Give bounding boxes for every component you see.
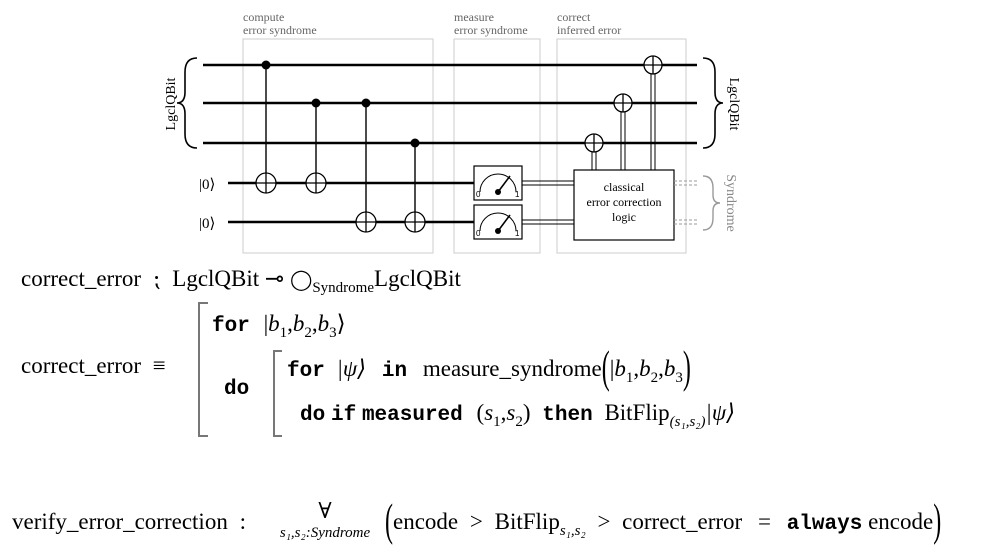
- verify-eq: =: [757, 509, 771, 534]
- type-sig-domain: LgclQBit: [172, 266, 260, 291]
- stage-label-correct-2: inferred error: [557, 23, 621, 37]
- var-b3-sub: 3: [329, 325, 337, 341]
- keyword-if: if: [330, 404, 357, 427]
- verify-body: (encode > BitFlips₁,s₂ > correct_error =…: [385, 496, 942, 547]
- control-dot: [311, 98, 321, 108]
- seq-op-2: >: [597, 509, 611, 534]
- keyword-in: in: [381, 360, 408, 383]
- stage-box-correct: [556, 38, 687, 254]
- var-s2: s: [506, 400, 516, 425]
- fn-bitflip-sub: (s₁,s₂): [669, 414, 706, 430]
- linear-arrow-icon: ⊸: [264, 266, 285, 291]
- syndrome-label: Syndrome: [723, 174, 738, 232]
- verify-bitflip: BitFlip: [494, 509, 560, 534]
- verify-name: verify_error_correction: [12, 509, 228, 534]
- var-s1: s: [484, 400, 494, 425]
- stage-label-measure-2: error syndrome: [454, 23, 528, 37]
- verify-correct: correct_error: [622, 509, 743, 534]
- keyword-do: do: [224, 378, 250, 401]
- correction-target: [613, 93, 633, 113]
- stage-label-measure-1: measure: [454, 10, 494, 24]
- def-name: correct_error: [21, 353, 142, 378]
- logic-box-line2: error correction: [587, 195, 662, 209]
- ancilla-input-label: |0⟩: [199, 177, 215, 193]
- fn-measure-syndrome: measure_syndrome: [422, 356, 602, 381]
- right-brace: [702, 57, 724, 149]
- keyword-then: then: [542, 404, 593, 427]
- ket-open: |: [263, 311, 269, 336]
- forall-sub: s₁,s₂:Syndrome: [279, 525, 371, 541]
- correction-target: [643, 55, 663, 75]
- circle-modality-icon: ◯: [289, 269, 313, 291]
- verify-bitflip-sub: s₁,s₂: [559, 523, 586, 539]
- inner-bracket: [273, 350, 282, 437]
- def-name-row: correct_error ≡: [21, 353, 166, 379]
- syndrome-brace: [702, 175, 721, 231]
- verify-colon: :: [239, 509, 246, 534]
- verify-encode2: encode: [868, 509, 934, 534]
- fn-bitflip: BitFlip: [604, 400, 670, 425]
- meter-tick-low: 0: [476, 229, 481, 238]
- verify-row: verify_error_correction :: [12, 509, 252, 535]
- cnot-target: [305, 172, 327, 194]
- control-dot: [361, 98, 371, 108]
- ancilla-input-label: |0⟩: [199, 216, 215, 232]
- type-signature: correct_error ⁏ LgclQBit ⊸ ◯SyndromeLgcl…: [21, 266, 461, 297]
- left-brace: [176, 57, 198, 149]
- def-line-for: for |b1,b2,b3⟩: [212, 311, 346, 341]
- stage-label-compute-2: error syndrome: [243, 23, 317, 37]
- var-psi-end: |ψ⟩: [705, 400, 736, 425]
- var-b3: b: [317, 311, 330, 336]
- var-b2-sub: 2: [304, 325, 312, 341]
- type-sig-circ-sub: Syndrome: [312, 280, 375, 296]
- classical-logic-box: [573, 169, 675, 241]
- def-equiv: ≡: [152, 353, 166, 378]
- keyword-for: for: [212, 315, 250, 338]
- def-line-inner-for: for |ψ⟩ in measure_syndrome(|b1,b2,b3): [287, 343, 691, 394]
- ket-close: ⟩: [336, 311, 346, 336]
- cnot-target: [404, 211, 426, 233]
- keyword-inner-for: for: [287, 360, 325, 383]
- correction-target: [584, 133, 604, 153]
- quantum-circuit-diagram: compute error syndrome measure error syn…: [164, 10, 741, 254]
- stage-label-compute-1: compute: [243, 10, 284, 24]
- logic-box-line1: classical: [604, 180, 645, 194]
- cnot-target: [255, 172, 277, 194]
- forall-symbol: ∀: [318, 498, 332, 523]
- keyword-measured: measured: [361, 404, 463, 427]
- keyword-always: always: [786, 513, 863, 536]
- outer-bracket: [198, 302, 208, 437]
- logic-box-line3: logic: [612, 210, 636, 224]
- stage-label-correct-1: correct: [557, 10, 591, 24]
- var-b1: b: [268, 311, 280, 336]
- control-dot: [410, 138, 420, 148]
- control-dot: [261, 60, 271, 70]
- stage-box-compute: [242, 38, 434, 254]
- var-psi: |ψ⟩: [336, 356, 367, 381]
- var-b2: b: [292, 311, 305, 336]
- meter-tick-high: 1: [515, 229, 520, 238]
- verify-encode: encode: [393, 509, 459, 534]
- stage-box-measure: [453, 38, 541, 254]
- type-sig-name: correct_error: [21, 266, 142, 291]
- cnot-target: [355, 211, 377, 233]
- meter-tick-high: 1: [515, 190, 520, 199]
- seq-op: >: [469, 509, 483, 534]
- right-group-label: LgclQBit: [726, 78, 741, 131]
- forall-block: ∀ s₁,s₂:Syndrome: [265, 500, 385, 544]
- meter-tick-low: 0: [476, 190, 481, 199]
- keyword-do2: do: [300, 404, 326, 427]
- type-sig-codomain: LgclQBit: [374, 266, 461, 291]
- type-sig-sep: ⁏: [152, 266, 161, 291]
- left-group-label: LgclQBit: [164, 77, 179, 130]
- var-b1-sub: 1: [279, 325, 288, 341]
- def-line-if: do if measured (s1,s2) then BitFlip(s₁,s…: [300, 400, 736, 430]
